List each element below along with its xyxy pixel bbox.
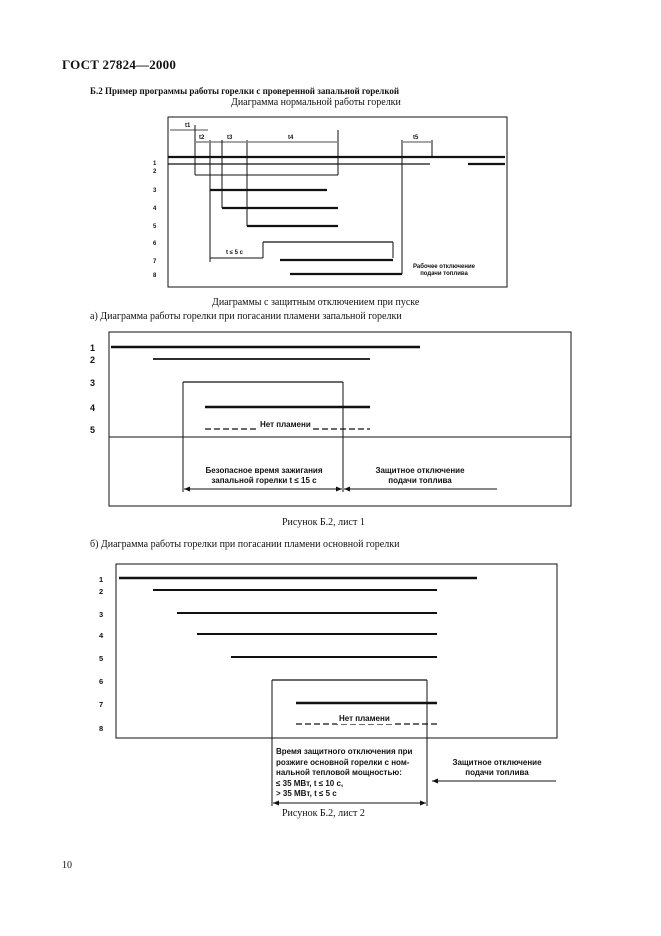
figure-caption-sheet-1: Рисунок Б.2, лист 1 [282,517,365,528]
timing-label-t4: t4 [288,135,294,141]
normal-shutoff-note: Рабочее отключение подачи топлива [413,264,475,278]
a-no-flame-label: Нет пламени [258,420,313,430]
interval-label: t ≤ 5 с [226,250,244,256]
figure-caption-sheet-2: Рисунок Б.2, лист 2 [282,808,365,819]
a-row-2: 2 [90,355,95,365]
b-row-7: 7 [99,700,103,709]
normal-row-1: 1 [153,161,157,167]
a-shutoff-line-1: Защитное отключение [375,466,465,475]
b-row-2: 2 [99,587,103,596]
a-shutoff-text: Защитное отключение подачи топлива [350,466,490,486]
b-shutoff-line-2: подачи топлива [465,768,529,777]
normal-row-7: 7 [153,259,157,265]
timing-label-t5: t5 [413,135,419,141]
normal-shutoff-note-line-2: подачи топлива [420,271,468,277]
b-time-line-2: розжиге основной горелки с ном- [276,757,410,767]
a-shutoff-line-2: подачи топлива [388,476,452,485]
normal-row-5: 5 [153,224,157,230]
normal-shutoff-note-line-1: Рабочее отключение [413,264,476,270]
b-row-5: 5 [99,654,103,663]
b-time-line-3: нальной тепловой мощностью: [276,768,402,777]
b-row-3: 3 [99,610,103,619]
normal-row-4: 4 [153,206,157,212]
timing-label-t3: t3 [227,135,233,141]
timing-label-t1: t1 [185,123,191,129]
b-no-flame-label: Нет пламени [337,714,392,724]
b-shutoff-text: Защитное отключение подачи топлива [438,758,556,778]
a-row-1: 1 [90,343,95,353]
a-safe-time-line-2: запальной горелки t ≤ 15 с [211,476,317,485]
normal-diagram-caption: Диаграмма нормальной работы горелки [231,97,401,108]
normal-row-8: 8 [153,273,157,279]
normal-row-3: 3 [153,188,157,194]
a-safe-time-text: Безопасное время зажигания запальной гор… [186,466,342,486]
document-header: ГОСТ 27824—2000 [62,57,177,72]
b-row-1: 1 [99,575,103,584]
b-shutoff-time-text: Время защитного отключения при розжиге о… [276,747,412,800]
a-row-5: 5 [90,425,95,435]
b-time-line-5: > 35 МВт, t ≤ 5 с [276,789,337,798]
b-row-6: 6 [99,677,103,686]
b-shutoff-line-1: Защитное отключение [452,758,542,767]
a-row-3: 3 [90,378,95,388]
diagram-a-caption: а) Диаграмма работы горелки при погасани… [90,311,402,322]
timing-label-t2: t2 [199,135,205,141]
b-row-8: 8 [99,724,103,733]
normal-row-2: 2 [153,169,157,175]
section-title: Б.2 Пример программы работы горелки с пр… [90,86,400,96]
page-number: 10 [62,860,72,871]
b-time-line-4: ≤ 35 МВт, t ≤ 10 с, [276,778,344,788]
a-row-4: 4 [90,403,95,413]
b-time-line-1: Время защитного отключения при [276,747,413,756]
protective-diagrams-caption: Диаграммы с защитным отключением при пус… [212,297,420,308]
a-safe-time-line-1: Безопасное время зажигания [205,466,323,475]
diagram-b-caption: б) Диаграмма работы горелки при погасани… [90,539,400,550]
b-row-4: 4 [99,631,104,640]
normal-row-6: 6 [153,241,157,247]
